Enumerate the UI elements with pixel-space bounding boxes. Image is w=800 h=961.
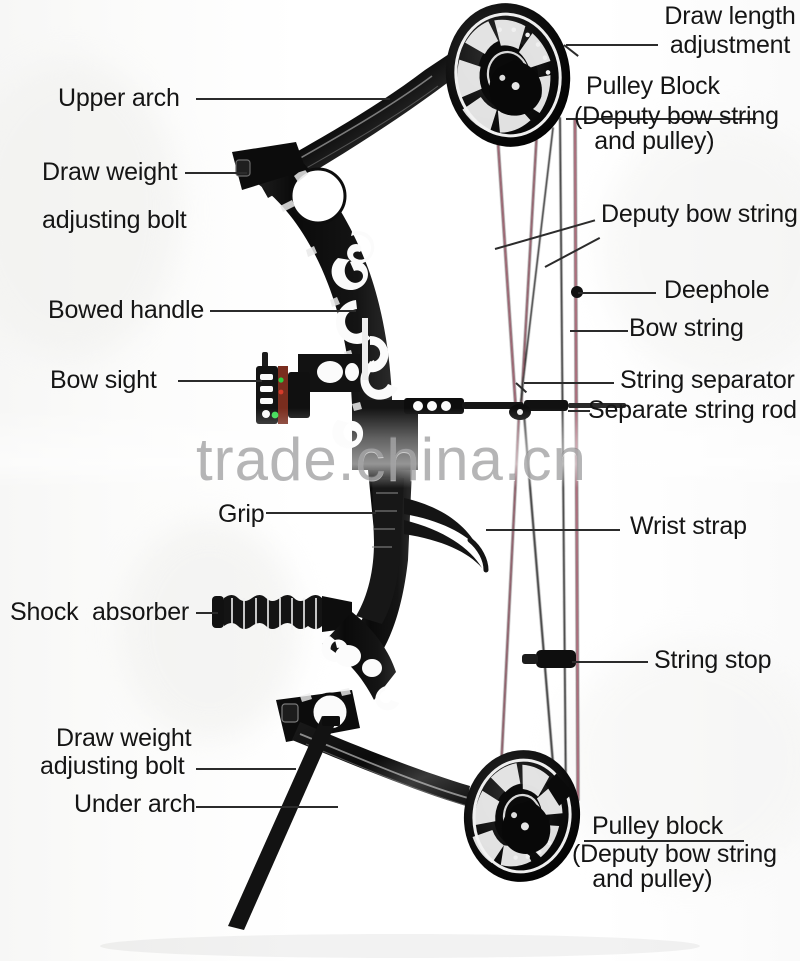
paper-blotch (0, 60, 180, 360)
label-draw-weight-top: Draw weight (42, 158, 178, 186)
kickstand-rod (228, 716, 340, 930)
label-pulley-block-top: Pulley Block (586, 72, 720, 100)
string-separator (509, 404, 531, 420)
label-upper-arch: Upper arch (58, 84, 180, 112)
leader-line-draw-weight-bolt-top (185, 172, 247, 174)
leader-line-bow-string (570, 330, 628, 332)
leader-line-pulley-block-bottom (584, 840, 744, 842)
leader-line-draw-length-adjustment (566, 44, 658, 46)
leader-line-string-separator (524, 382, 614, 384)
leader-line-separate-string-rod (568, 410, 590, 412)
leader-line-pulley-block-top (566, 118, 756, 120)
leader-line-draw-weight-bolt-bottom (196, 768, 296, 770)
label-string-separator: String separator (620, 366, 795, 394)
label-string-stop: String stop (654, 646, 772, 674)
paper-blotch (600, 120, 800, 380)
leader-line-grip (266, 512, 376, 514)
wrist-strap (404, 498, 489, 573)
label-wrist-strap: Wrist strap (630, 512, 747, 540)
label-adjusting-bolt-top: adjusting bolt (42, 206, 187, 234)
label-bow-sight: Bow sight (50, 366, 157, 394)
label-pulley-block-top-sub: (Deputy bow string and pulley) (574, 102, 779, 155)
string-stop (522, 650, 576, 668)
leader-line-string-stop (572, 661, 648, 663)
label-deputy-bow-string: Deputy bow string (601, 200, 798, 228)
bow-strings (490, 50, 580, 806)
label-adjusting-bolt-bottom: adjusting bolt (40, 752, 185, 780)
leader-line-bowed-handle (210, 310, 356, 312)
leader-line-bow-sight (178, 380, 262, 382)
deephole (571, 286, 583, 298)
label-separate-string-rod: Separate string rod (588, 396, 797, 424)
upper-cam-pulley (445, 3, 571, 147)
leader-line-wrist-strap (486, 529, 620, 531)
leader-line-upper-arch (196, 98, 390, 100)
leader-line-deephole (578, 292, 656, 294)
label-pulley-block-bottom: Pulley block (592, 812, 723, 840)
shock-absorber (212, 595, 352, 632)
label-under-arch: Under arch (74, 790, 196, 818)
paper-blotch (120, 520, 300, 740)
lower-cam-pulley (463, 750, 581, 882)
label-shock-absorber: Shock absorber (10, 598, 190, 626)
label-grip: Grip (218, 500, 265, 528)
label-bowed-handle: Bowed handle (48, 296, 205, 324)
leader-line-shock-absorber (196, 612, 218, 614)
label-deephole: Deephole (664, 276, 770, 304)
label-draw-weight-bottom: Draw weight (56, 724, 192, 752)
leader-line-under-arch (196, 806, 338, 808)
label-pulley-block-bottom-sub: (Deputy bow string and pulley) (572, 840, 777, 893)
label-bow-string: Bow string (629, 314, 744, 342)
label-draw-length-adjustment: Draw length adjustment (664, 2, 796, 59)
